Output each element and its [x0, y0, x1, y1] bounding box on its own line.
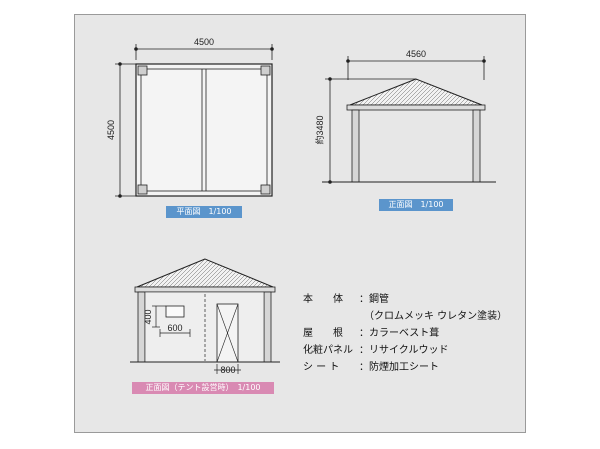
tent-post-right [263, 291, 272, 363]
spec-row-body-finish: （クロムメッキ ウレタン塗装） [303, 308, 507, 325]
plan-depth-label: 4500 [106, 120, 116, 140]
front-eave [346, 104, 486, 111]
spec-value: カラーベスト葺 [369, 328, 440, 339]
plan-post [137, 184, 148, 195]
tent-roof [136, 258, 274, 288]
spec-value: （クロムメッキ ウレタン塗装） [364, 311, 508, 322]
tent-window-width-dimension [159, 329, 191, 337]
spec-key: 屋 根 [303, 328, 343, 339]
spec-row-roof: 屋 根 ：カラーベスト葺 [303, 325, 507, 342]
plan-post [260, 184, 271, 195]
spec-row-body: 本 体 ：鋼管 [303, 291, 507, 308]
tent-door-width-label: 800 [220, 365, 235, 375]
spec-colon: ： [359, 362, 369, 373]
tent-post-left [137, 291, 146, 363]
spec-list: 本 体：鋼管 （クロムメッキ ウレタン塗装） 屋 根：カラーベスト葺 化粧パネル… [303, 291, 507, 376]
spec-value: リサイクルウッド [369, 345, 449, 356]
plan-outline [135, 63, 273, 197]
front-post-right [472, 109, 481, 183]
spec-colon: ： [359, 294, 369, 305]
tent-eave [134, 286, 276, 293]
spec-row-panel: 化粧パネル ：リサイクルウッド [303, 342, 507, 359]
spec-key [303, 308, 364, 325]
front-width-label: 4560 [406, 49, 426, 59]
plan-post [260, 65, 271, 76]
tent-window-height-label: 400 [143, 309, 153, 324]
spec-colon: ： [359, 328, 369, 339]
front-height-label: 約3480 [314, 115, 325, 144]
front-view [322, 56, 496, 184]
spec-key: シ ー ト [303, 362, 340, 373]
front-width-dimension [346, 56, 486, 80]
tent-front-view [130, 258, 280, 374]
tent-sheet [144, 291, 265, 363]
spec-value: 鋼管 [369, 294, 389, 305]
tent-door-width-dimension [214, 364, 241, 374]
plan-depth-dimension [115, 62, 136, 198]
plan-caption: 平面図 1/100 [166, 206, 242, 218]
spec-row-sheet: シ ー ト ：防煙加工シート [303, 359, 507, 376]
tent-window-height-dimension [152, 305, 166, 328]
tent-window-width-label: 600 [167, 323, 182, 333]
tent-window [165, 305, 185, 318]
spec-key: 本 体 [303, 294, 343, 305]
front-caption: 正面図 1/100 [379, 199, 453, 211]
plan-view [115, 44, 274, 198]
spec-colon: ： [359, 345, 369, 356]
spec-value: 防煙加工シート [369, 362, 439, 373]
plan-post [137, 65, 148, 76]
plan-width-label: 4500 [194, 37, 214, 47]
tent-caption: 正面図（テント設営時） 1/100 [132, 382, 274, 394]
front-roof [349, 78, 483, 106]
front-post-left [351, 109, 360, 183]
plan-width-dimension [134, 44, 274, 60]
spec-key: 化粧パネル [303, 345, 353, 356]
